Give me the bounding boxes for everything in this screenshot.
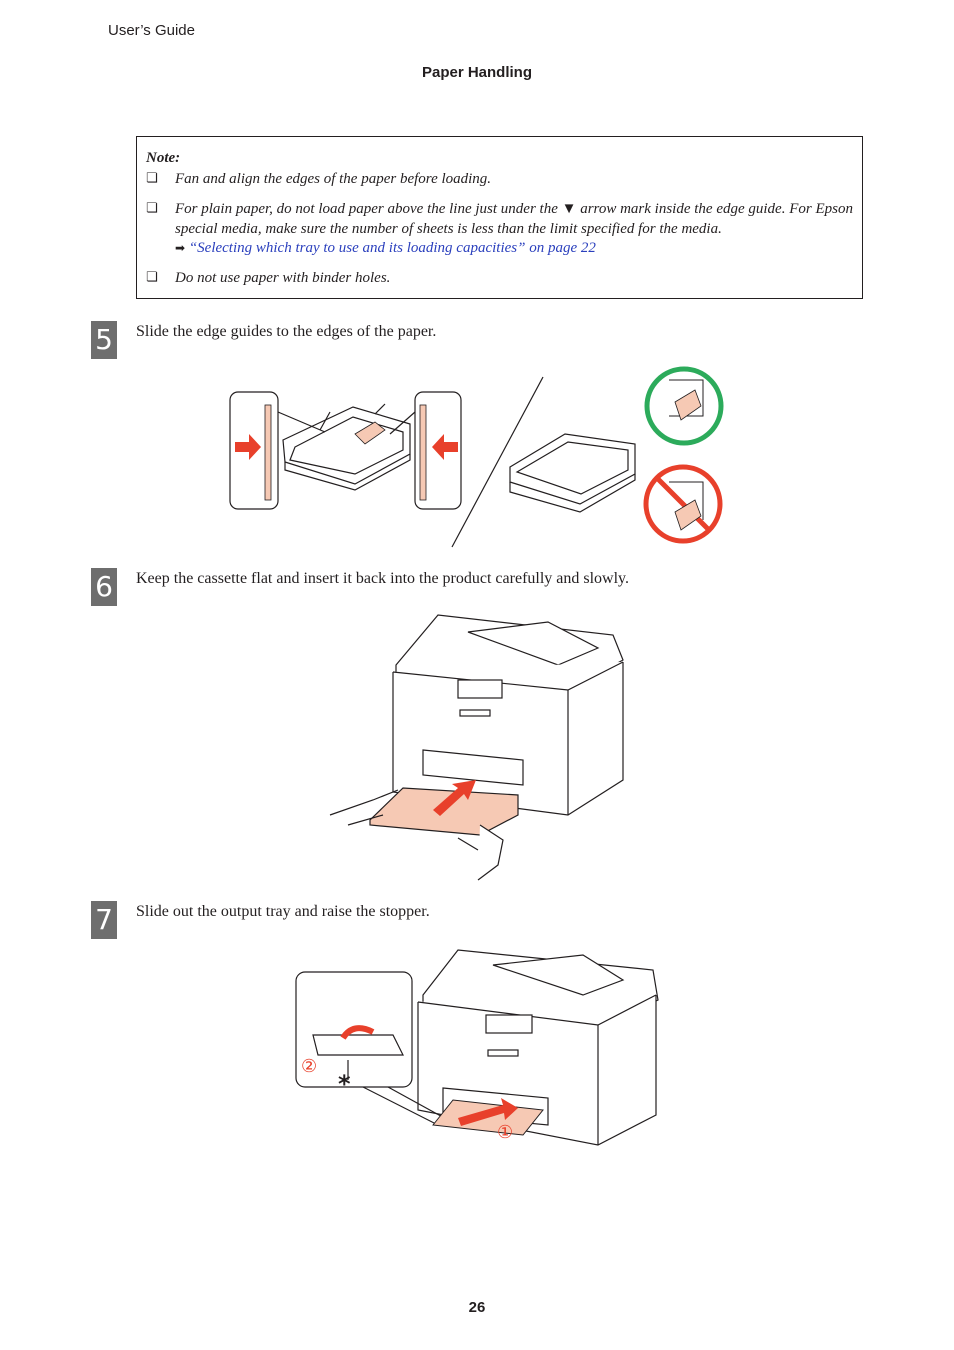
step-text: Slide out the output tray and raise the … — [136, 903, 430, 920]
note-item-text: Do not use paper with binder holes. — [175, 270, 391, 286]
step-number-badge: 5 — [91, 321, 117, 359]
note-item-text: For plain paper, do not load paper above… — [175, 201, 853, 237]
step-text: Slide the edge guides to the edges of th… — [136, 323, 437, 340]
note-item-text: Fan and align the edges of the paper bef… — [175, 171, 492, 187]
step-two-marker: ② — [301, 1056, 317, 1077]
note-box: Note: ❏ Fan and align the edges of the p… — [136, 136, 863, 299]
output-tray-illustration: ② * ① — [295, 949, 659, 1146]
step-number-badge: 7 — [91, 901, 117, 939]
arrow-right-icon: ➡ — [175, 241, 186, 255]
step-text: Keep the cassette flat and insert it bac… — [136, 570, 630, 587]
edge-guide-illustration — [229, 366, 724, 548]
cross-reference-link[interactable]: “Selecting which tray to use and its loa… — [188, 240, 596, 256]
insert-cassette-illustration — [329, 614, 624, 881]
note-title: Note: — [146, 150, 181, 166]
step-one-marker: ① — [497, 1122, 513, 1143]
page-number: 26 — [468, 1299, 486, 1316]
asterisk-marker: * — [338, 1070, 351, 1098]
section-title: Paper Handling — [421, 64, 533, 81]
step-number-badge: 6 — [91, 568, 117, 606]
checkbox-bullet-icon: ❏ — [146, 270, 158, 285]
checkbox-bullet-icon: ❏ — [146, 201, 158, 216]
checkbox-bullet-icon: ❏ — [146, 171, 158, 186]
running-header: User’s Guide — [108, 22, 195, 39]
